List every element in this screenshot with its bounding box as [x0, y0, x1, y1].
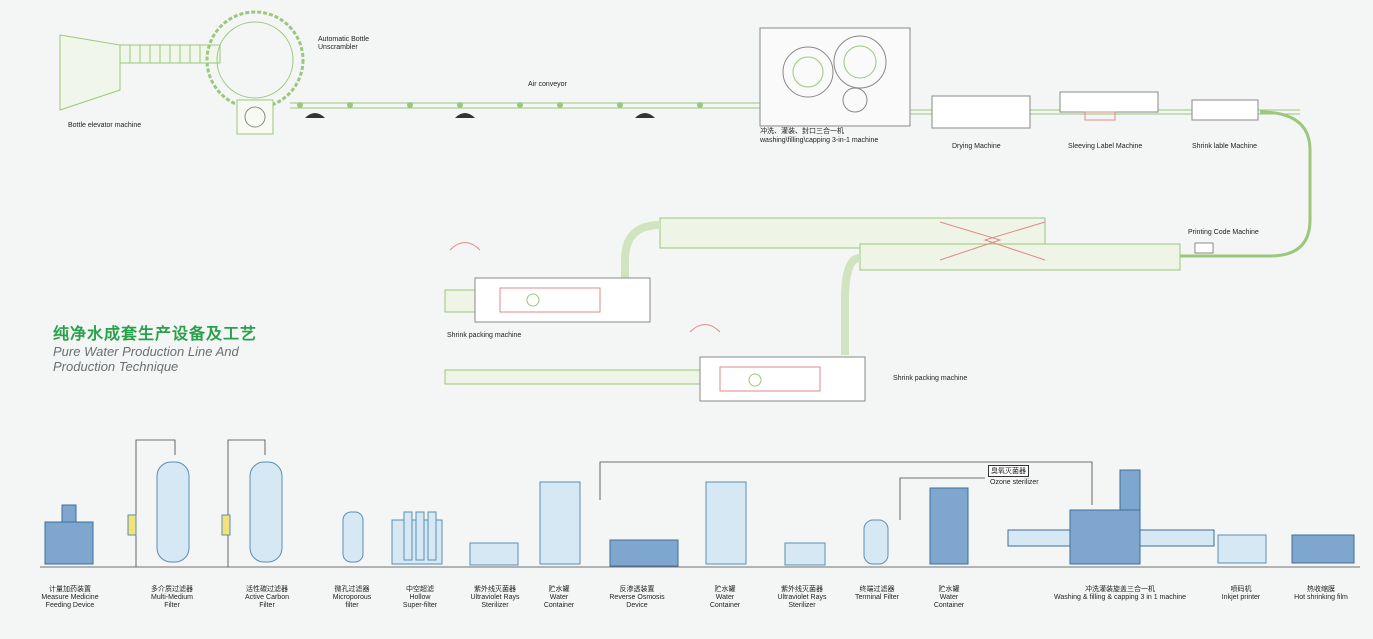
page-title-en-line2: Production Technique — [53, 359, 179, 374]
hollow-super-filter — [391, 511, 443, 565]
ozone-sterilizer-zh: 臭氧灭菌器 — [988, 465, 1029, 477]
label-bottle-elevator: Bottle elevator machine — [68, 122, 142, 129]
washing-filling-capping-machine — [759, 27, 911, 127]
label-drying: Drying Machine — [952, 143, 1001, 150]
bottle-elevator — [59, 34, 221, 111]
air-conveyor — [290, 102, 770, 118]
shrink-packing-machine-1 — [444, 242, 651, 323]
microporous-filter — [342, 511, 364, 563]
label-air-conveyor: Air conveyor — [528, 81, 567, 88]
sleeving-label-machine — [1059, 91, 1159, 121]
label-unscrambler-1: Automatic Bottle — [318, 36, 369, 43]
label-washing-en: washing\filling\capping 3-in-1 machine — [760, 137, 879, 144]
label-shrink-packing-1: Shrink packing machine — [447, 332, 522, 339]
water-container-1 — [539, 481, 581, 565]
page-title-en-line1: Pure Water Production Line And — [53, 344, 239, 359]
label-printing-code: Printing Code Machine — [1188, 229, 1259, 236]
shrink-lable-machine — [1191, 99, 1259, 121]
water-container-2 — [705, 481, 747, 565]
measure-medicine-feeding-device — [44, 504, 94, 565]
washing-filling-capping-3in1 — [1007, 469, 1215, 565]
bottle-unscrambler — [205, 10, 305, 135]
label-shrink-packing-2: Shrink packing machine — [893, 375, 968, 382]
label-sleeving: Sleeving Label Machine — [1068, 143, 1143, 150]
active-carbon-filter — [221, 461, 283, 563]
label-shrink-lable: Shrink lable Machine — [1192, 143, 1257, 150]
return-conveyor — [1040, 110, 1312, 258]
ultraviolet-sterilizer-2 — [784, 542, 826, 566]
water-pipes — [40, 439, 1360, 568]
water-container-3 — [929, 487, 969, 565]
inkjet-printer — [1217, 534, 1267, 564]
ozone-sterilizer-en: Ozone sterilizer — [990, 479, 1039, 486]
terminal-filter — [863, 519, 889, 565]
reverse-osmosis-device — [609, 539, 679, 567]
label-washing-zh: 冲洗、灌装、封口三合一机 — [760, 128, 844, 135]
multi-medium-filter — [127, 461, 190, 563]
merge-conveyor — [621, 217, 1181, 355]
ultraviolet-sterilizer-1 — [469, 542, 519, 566]
page-title-zh: 纯净水成套生产设备及工艺 — [53, 326, 258, 343]
shrink-packing-machine-2 — [444, 324, 866, 402]
drying-machine — [931, 95, 1031, 129]
page-title-en: Pure Water Production Line And Productio… — [53, 344, 239, 374]
hot-shrinking-film — [1291, 534, 1355, 564]
label-unscrambler-2: Unscrambler — [318, 44, 358, 51]
printing-code-machine — [1194, 242, 1214, 254]
